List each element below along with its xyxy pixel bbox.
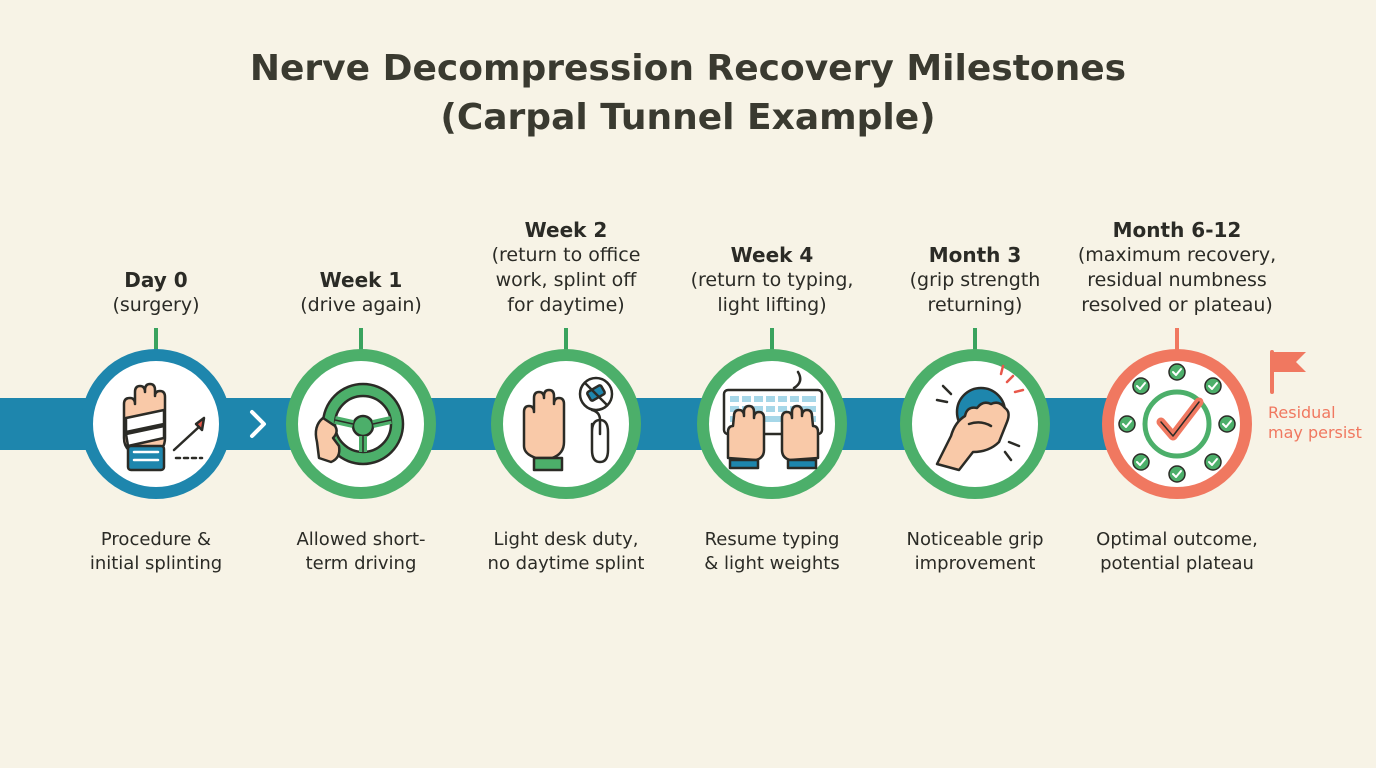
- milestone-label: Month 3: [928, 243, 1022, 267]
- residual-note: Residual may persist: [1268, 403, 1362, 442]
- milestone-label: Month 6-12: [1112, 218, 1242, 242]
- milestone-stem: [564, 328, 568, 350]
- milestone-stem: [1175, 328, 1179, 350]
- milestone-heading: Week 1 (drive again): [261, 268, 461, 318]
- milestone-heading: Month 3 (grip strength returning): [875, 243, 1075, 318]
- milestone-subtitle: (grip strength: [909, 269, 1041, 291]
- milestone-stem: [154, 328, 158, 350]
- milestone-description: Resume typing & light weights: [704, 529, 840, 574]
- title-line-1: Nerve Decompression Recovery Milestones: [249, 48, 1127, 89]
- steering-wheel-icon: [286, 349, 436, 499]
- milestone-label: Week 1: [319, 268, 403, 292]
- milestone-description: Procedure & initial splinting: [89, 529, 223, 574]
- milestone-subtitle: light lifting): [717, 294, 827, 316]
- milestone-stem: [770, 328, 774, 350]
- hands-keyboard-icon: [697, 349, 847, 499]
- milestone-subtitle: (drive again): [300, 294, 422, 316]
- title-line-2: (Carpal Tunnel Example): [440, 97, 936, 138]
- milestone-label: Week 2: [524, 218, 608, 242]
- hand-squeeze-ball-icon: [900, 349, 1050, 499]
- milestone-label: Day 0: [124, 268, 188, 292]
- bandaged-hand-scalpel-icon: [81, 349, 231, 499]
- page-title: Nerve Decompression Recovery Milestones …: [0, 44, 1376, 142]
- milestone-stem: [973, 328, 977, 350]
- milestone-heading: Week 2 (return to office work, splint of…: [466, 218, 666, 318]
- milestone-subtitle: for daytime): [507, 294, 625, 316]
- flag-icon: [1270, 350, 1306, 394]
- milestone-subtitle: resolved or plateau): [1081, 294, 1273, 316]
- milestone-description: Optimal outcome, potential plateau: [1096, 529, 1258, 574]
- milestone-subtitle: (return to typing,: [690, 269, 854, 291]
- hand-mouse-no-splint-icon: [491, 349, 641, 499]
- milestone-subtitle: (surgery): [112, 294, 200, 316]
- milestone-subtitle: (maximum recovery,: [1077, 244, 1277, 266]
- milestone-subtitle: returning): [927, 294, 1023, 316]
- milestone-subtitle: (return to office: [491, 244, 641, 266]
- chevron-right-icon: [250, 410, 266, 438]
- milestone-stem: [359, 328, 363, 350]
- milestone-heading: Day 0 (surgery): [56, 268, 256, 318]
- checkmark-circle-icon: [1102, 349, 1252, 499]
- milestone-heading: Week 4 (return to typing, light lifting): [672, 243, 872, 318]
- milestone-description: Allowed short- term driving: [296, 529, 426, 574]
- milestone-description: Light desk duty, no daytime splint: [487, 529, 645, 574]
- milestone-label: Week 4: [730, 243, 814, 267]
- milestone-subtitle: residual numbness: [1087, 269, 1267, 291]
- milestone-description: Noticeable grip improvement: [906, 529, 1044, 574]
- milestone-heading: Month 6-12 (maximum recovery, residual n…: [1077, 218, 1277, 318]
- milestone-subtitle: work, splint off: [495, 269, 637, 291]
